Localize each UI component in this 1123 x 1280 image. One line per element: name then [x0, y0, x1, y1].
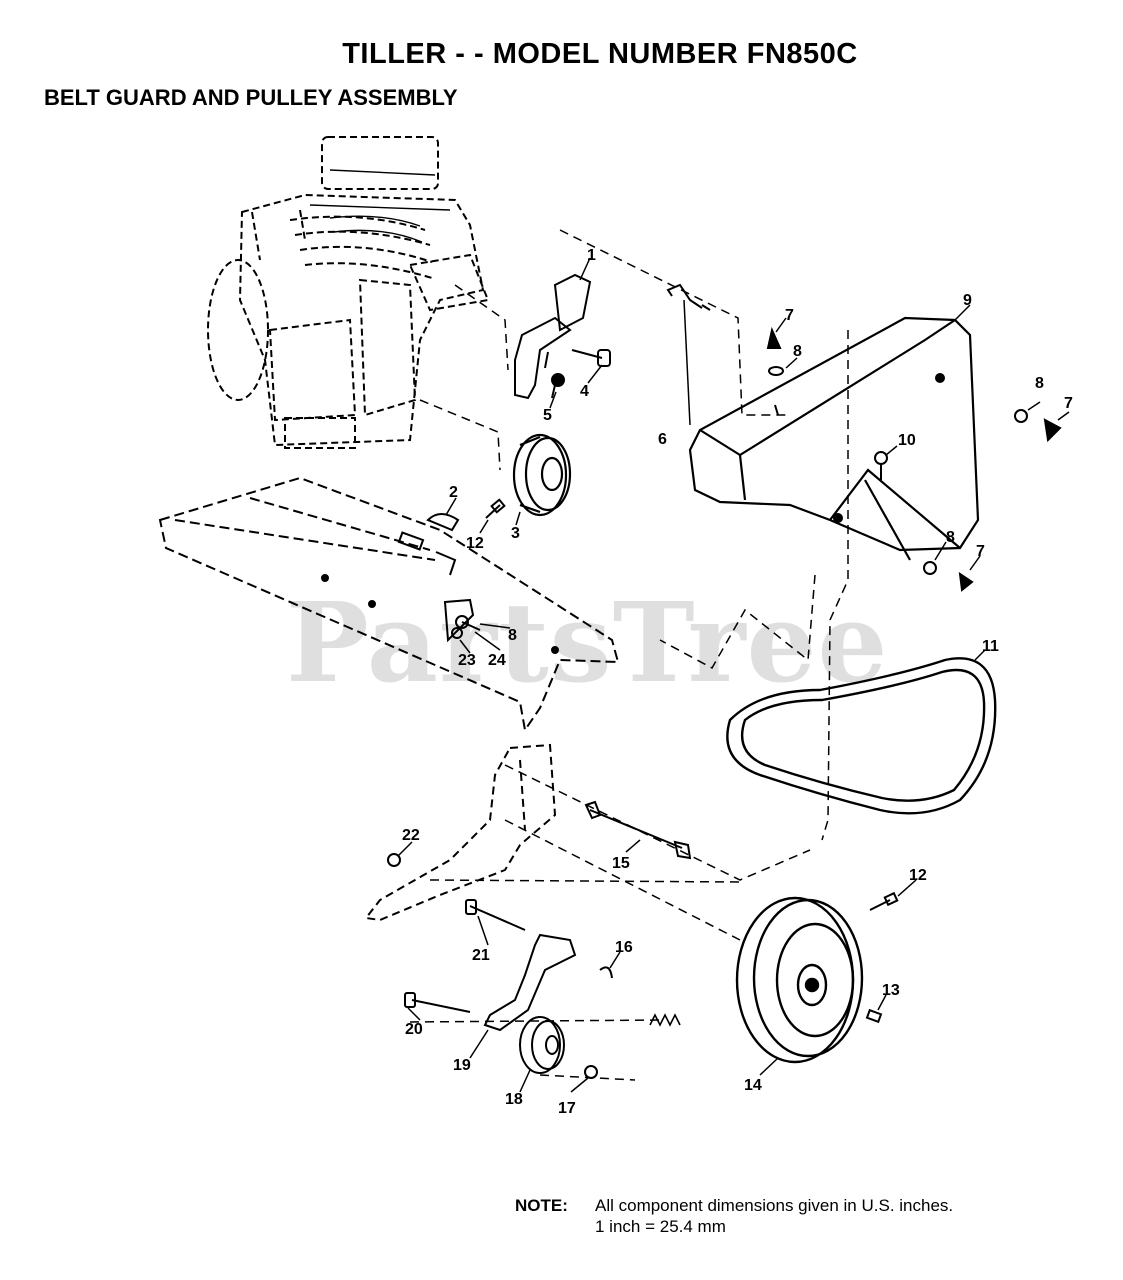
pin-21 [465, 899, 526, 931]
spring [649, 1013, 681, 1027]
callout-3: 3 [511, 525, 520, 542]
hood-details [321, 531, 559, 654]
note-line-2: 1 inch = 25.4 mm [595, 1217, 726, 1236]
callout-24: 24 [488, 652, 506, 669]
callout-23: 23 [458, 652, 476, 669]
lock-nut-17 [584, 1065, 598, 1079]
callout-8b: 8 [1035, 375, 1044, 392]
idler-pulley [519, 1016, 565, 1074]
callout-7b: 7 [1064, 395, 1073, 412]
callout-16: 16 [615, 939, 633, 956]
shoulder-bolt-20 [404, 992, 471, 1013]
callout-7a: 7 [785, 307, 794, 324]
callout-15: 15 [612, 855, 630, 872]
idler-bracket [483, 933, 577, 1032]
callout-19: 19 [453, 1057, 471, 1074]
callout-2: 2 [449, 484, 458, 501]
callout-11: 11 [982, 638, 999, 655]
transmission-arm [364, 743, 557, 922]
callout-leaders [397, 257, 1070, 1093]
callout-5: 5 [543, 407, 552, 424]
nut-22 [387, 853, 401, 867]
callout-20: 20 [405, 1021, 423, 1038]
callout-1: 1 [587, 247, 596, 264]
hardware-7-8 [766, 326, 1062, 592]
clip-2 [426, 513, 460, 532]
set-screw-12a [485, 498, 506, 519]
callout-21: 21 [472, 947, 490, 964]
callout-numbers: 1 2 3 4 5 6 7 7 7 8 8 8 8 9 10 11 12 12 … [402, 247, 1073, 1117]
screw-5 [551, 373, 565, 399]
callout-17: 17 [558, 1100, 576, 1117]
note-line-1: All component dimensions given in U.S. i… [595, 1196, 954, 1215]
engine-pulley [512, 433, 572, 517]
assembly-subtitle: BELT GUARD AND PULLEY ASSEMBLY [44, 85, 458, 110]
callout-8d: 8 [508, 627, 517, 644]
callout-18: 18 [505, 1091, 523, 1108]
retaining-ring-16 [599, 966, 613, 979]
callout-4: 4 [580, 383, 589, 400]
mounting-bracket [514, 273, 592, 400]
engine-detail [309, 169, 451, 243]
callout-13: 13 [882, 982, 900, 999]
measurement-note: NOTE: All component dimensions given in U… [515, 1195, 953, 1237]
callout-7c: 7 [976, 543, 985, 560]
callout-8a: 8 [793, 343, 802, 360]
callout-10: 10 [898, 432, 916, 449]
callout-9: 9 [963, 292, 972, 309]
callout-12a: 12 [466, 535, 484, 552]
engine-drawing [207, 136, 490, 449]
callout-14: 14 [744, 1077, 762, 1094]
callout-12b: 12 [909, 867, 927, 884]
callout-22: 22 [402, 827, 420, 844]
page-title: TILLER - - MODEL NUMBER FN850C [342, 38, 858, 70]
washer-23-bolt-24 [451, 615, 481, 639]
belt-guard [688, 316, 980, 561]
watermark-logo: PartsTree [286, 578, 889, 707]
note-label: NOTE: [515, 1196, 568, 1215]
hook-bolt-6 [666, 283, 711, 311]
screw-10 [874, 451, 888, 480]
transmission-pulley [735, 896, 864, 1064]
callout-6: 6 [658, 431, 667, 448]
shaft-15 [584, 800, 692, 860]
v-belt [726, 657, 997, 815]
bolt-4 [571, 349, 611, 367]
tiller-hood [158, 476, 620, 733]
key-13 [865, 1008, 883, 1024]
set-screw-12b [869, 891, 899, 911]
callout-8c: 8 [946, 529, 955, 546]
